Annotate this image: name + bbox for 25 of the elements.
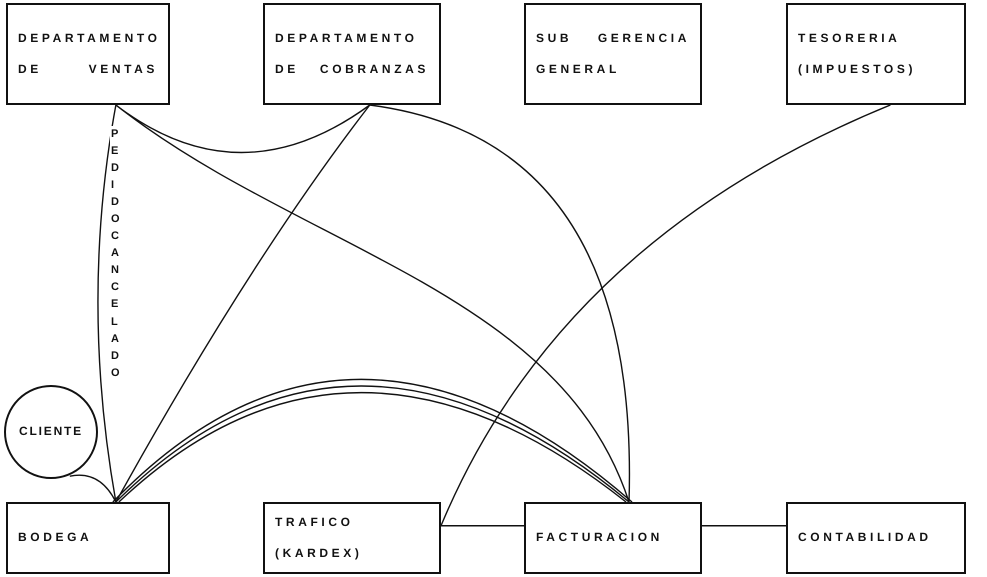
department-box	[6, 3, 170, 105]
node-label: SUB GERENCIA GENERAL	[536, 30, 690, 78]
node-label: FACTURACION	[536, 529, 664, 546]
node-label: CLIENTE	[18, 423, 84, 440]
connector-line	[97, 104, 117, 502]
connector-line	[702, 525, 786, 526]
department-box	[786, 3, 966, 105]
connector-line	[70, 474, 116, 502]
connector-line	[115, 104, 630, 502]
node-label: DEPARTAMENTO DE VENTAS	[18, 30, 158, 78]
node-label: DEPARTAMENTO DE COBRANZAS	[275, 30, 429, 78]
department-box	[786, 502, 966, 574]
department-box	[524, 502, 702, 574]
connector-line	[440, 104, 891, 526]
department-box	[6, 502, 170, 574]
connector-line	[370, 104, 630, 502]
node-label: CONTABILIDAD	[798, 529, 933, 546]
node-label: TESORERIA (IMPUESTOS)	[798, 30, 918, 78]
department-box	[263, 3, 441, 105]
node-label: BODEGA	[18, 529, 94, 546]
node-label: TRAFICO (KARDEX)	[275, 514, 364, 562]
connector-line	[441, 525, 524, 526]
department-box	[524, 3, 702, 105]
connector-line	[115, 104, 370, 502]
department-box	[263, 502, 441, 574]
